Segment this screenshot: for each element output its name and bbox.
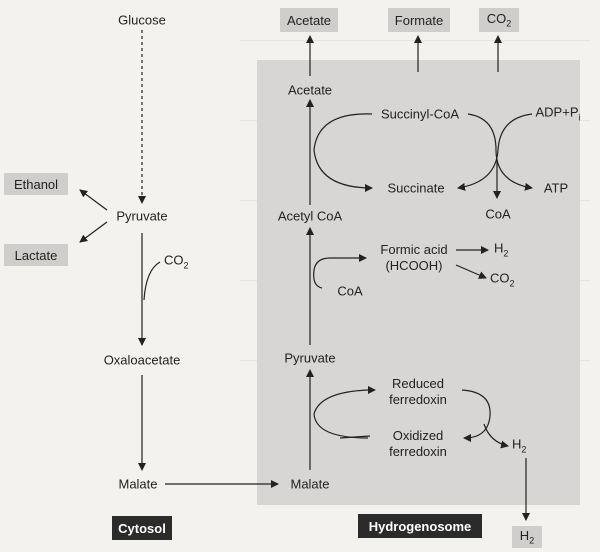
oxaloacetate-label: Oxaloacetate [103, 352, 181, 368]
acetyl-coa-label: Acetyl CoA [277, 208, 343, 224]
ferredoxin-loop-right [461, 389, 491, 442]
coa-label: CoA [485, 206, 511, 222]
hydrogenosome-region-label: Hydrogenosome [358, 514, 482, 538]
formic-acid-label: Formic acid (HCOOH) [380, 242, 448, 273]
reduced-ferredoxin-arrowhead [368, 386, 376, 394]
succinyl-to-atp-curve [467, 113, 533, 191]
adp-to-succinate-curve [457, 113, 533, 191]
pyruvate-to-ethanol-arrow [79, 189, 108, 211]
succinyl-coa-label: Succinyl-CoA [380, 106, 460, 122]
co2-output-label: CO2 [486, 11, 512, 29]
formate-output-label: Formate [394, 12, 444, 28]
acetate-label: Acetate [287, 82, 333, 98]
ferredoxin-to-h2-arrow [483, 423, 509, 449]
h2-output-label: H2 [519, 528, 535, 546]
co2-cytosol-label: CO2 [164, 252, 189, 271]
ethanol-box: Ethanol [4, 173, 68, 195]
h2-ferredoxin-label: H2 [512, 436, 527, 455]
hydrogenosome-compartment [257, 60, 580, 505]
reduced-ferredoxin-label: Reduced ferredoxin [389, 376, 447, 407]
lactate-box: Lactate [4, 244, 68, 266]
acetate-output-box: Acetate [280, 8, 338, 32]
lactate-label: Lactate [14, 247, 58, 263]
acetylcoa-formic-branch [313, 254, 367, 289]
cytosol-region-label: Cytosol [112, 516, 172, 540]
oxidized-ferredoxin-label: Oxidized ferredoxin [389, 428, 447, 459]
malate-hydro-label: Malate [290, 476, 330, 492]
formate-output-box: Formate [388, 8, 450, 32]
ethanol-label: Ethanol [13, 176, 59, 192]
coa-formic-label: CoA [337, 283, 363, 299]
co2-output-box: CO2 [479, 8, 519, 32]
ferredoxin-loop-left [313, 389, 369, 439]
succinate-label: Succinate [387, 180, 445, 196]
ferredoxin-left-tail [339, 435, 371, 439]
pyruvate-to-lactate-arrow [79, 221, 108, 243]
adp-pi-label: ADP+Pi [535, 104, 581, 123]
co2-join-curve [143, 261, 161, 301]
h2-output-box: H2 [512, 526, 542, 548]
atp-label: ATP [543, 180, 569, 196]
pyruvate-hydro-label: Pyruvate [284, 350, 336, 366]
glucose-label: Glucose [118, 12, 166, 28]
h2-formic-label: H2 [494, 240, 509, 259]
acetate-output-label: Acetate [286, 12, 332, 28]
formic-to-co2-arrow [455, 264, 487, 279]
co2-formic-label: CO2 [490, 270, 515, 289]
malate-cytosol-label: Malate [118, 476, 158, 492]
succinyl-succinate-loop [313, 113, 373, 192]
pyruvate-label: Pyruvate [116, 208, 168, 224]
